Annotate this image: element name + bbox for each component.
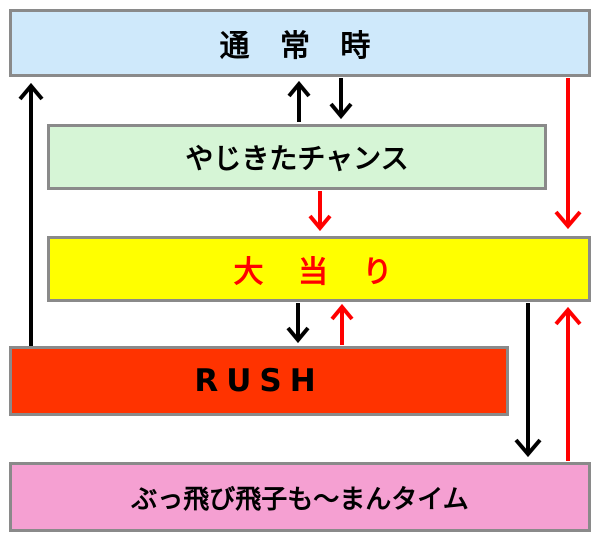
state-chance-label: やじきたチャンス [185,142,409,175]
arrow-jackpot-to-rush [286,303,310,344]
arrow-jackpot-to-bonus [514,303,542,458]
state-bonus-time: ぶっ飛び飛子も〜まんタイム [9,462,591,532]
state-normal-label: 通 常 時 [219,29,381,64]
arrow-normal-to-jackpot [554,78,582,230]
state-yajikita-chance: やじきたチャンス [47,124,547,190]
state-jackpot: 大 当 り [47,236,591,302]
state-rush-label: RUSH [194,363,324,399]
arrow-rush-to-jackpot [330,303,354,345]
arrow-normal-to-chance [329,78,353,120]
state-bonus-label: ぶっ飛び飛子も〜まんタイム [131,484,469,515]
state-normal: 通 常 時 [9,9,591,77]
arrow-bonus-to-jackpot [554,306,582,461]
arrow-chance-to-normal [287,80,311,122]
arrow-rush-to-normal [18,82,44,346]
arrow-chance-to-jackpot [308,191,332,232]
state-jackpot-label: 大 当 り [233,255,405,290]
state-rush: RUSH [9,346,509,416]
